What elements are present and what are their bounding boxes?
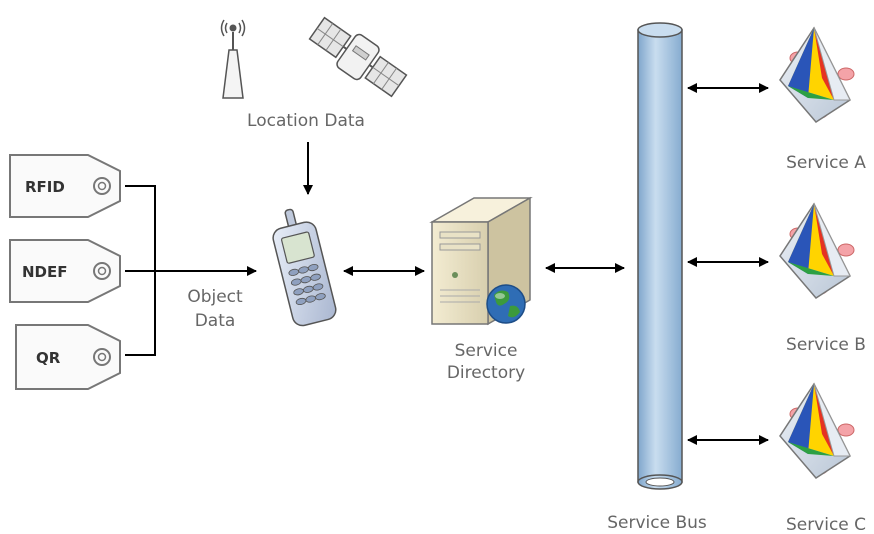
service-prism-icon [779,382,855,479]
mobile-phone-icon [272,208,337,327]
service-directory-label-line1: Service [455,341,518,361]
service-a: Service A [779,26,866,173]
service-bus-label: Service Bus [607,513,707,533]
service-label: Service A [786,153,866,173]
tag-icon [15,324,121,390]
tag-icon [9,154,121,218]
tag-connector [125,185,257,356]
tag-rfid: RFID [9,154,121,218]
service-prism-icon [779,202,855,299]
satellite-icon [308,16,408,98]
antenna-icon [220,19,246,99]
tag-label: RFID [25,178,65,196]
service-b: Service B [779,202,866,355]
server-icon [429,196,533,326]
tag-label: QR [36,349,61,367]
tag-qr: QR [15,324,121,390]
service-label: Service C [786,515,866,534]
service-c: Service C [779,382,866,534]
tag-label: NDEF [22,263,68,281]
service-prism-icon [779,26,855,123]
tag-ndef: NDEF [9,239,121,303]
object-data-label-line2: Data [195,311,236,331]
service-label: Service B [786,335,866,355]
tag-icon [9,239,121,303]
service-directory-label-line2: Directory [447,363,525,383]
globe-icon [486,284,526,324]
service-bus-icon [637,22,683,490]
object-data-label-line1: Object [187,287,243,307]
location-data-label: Location Data [247,111,365,131]
